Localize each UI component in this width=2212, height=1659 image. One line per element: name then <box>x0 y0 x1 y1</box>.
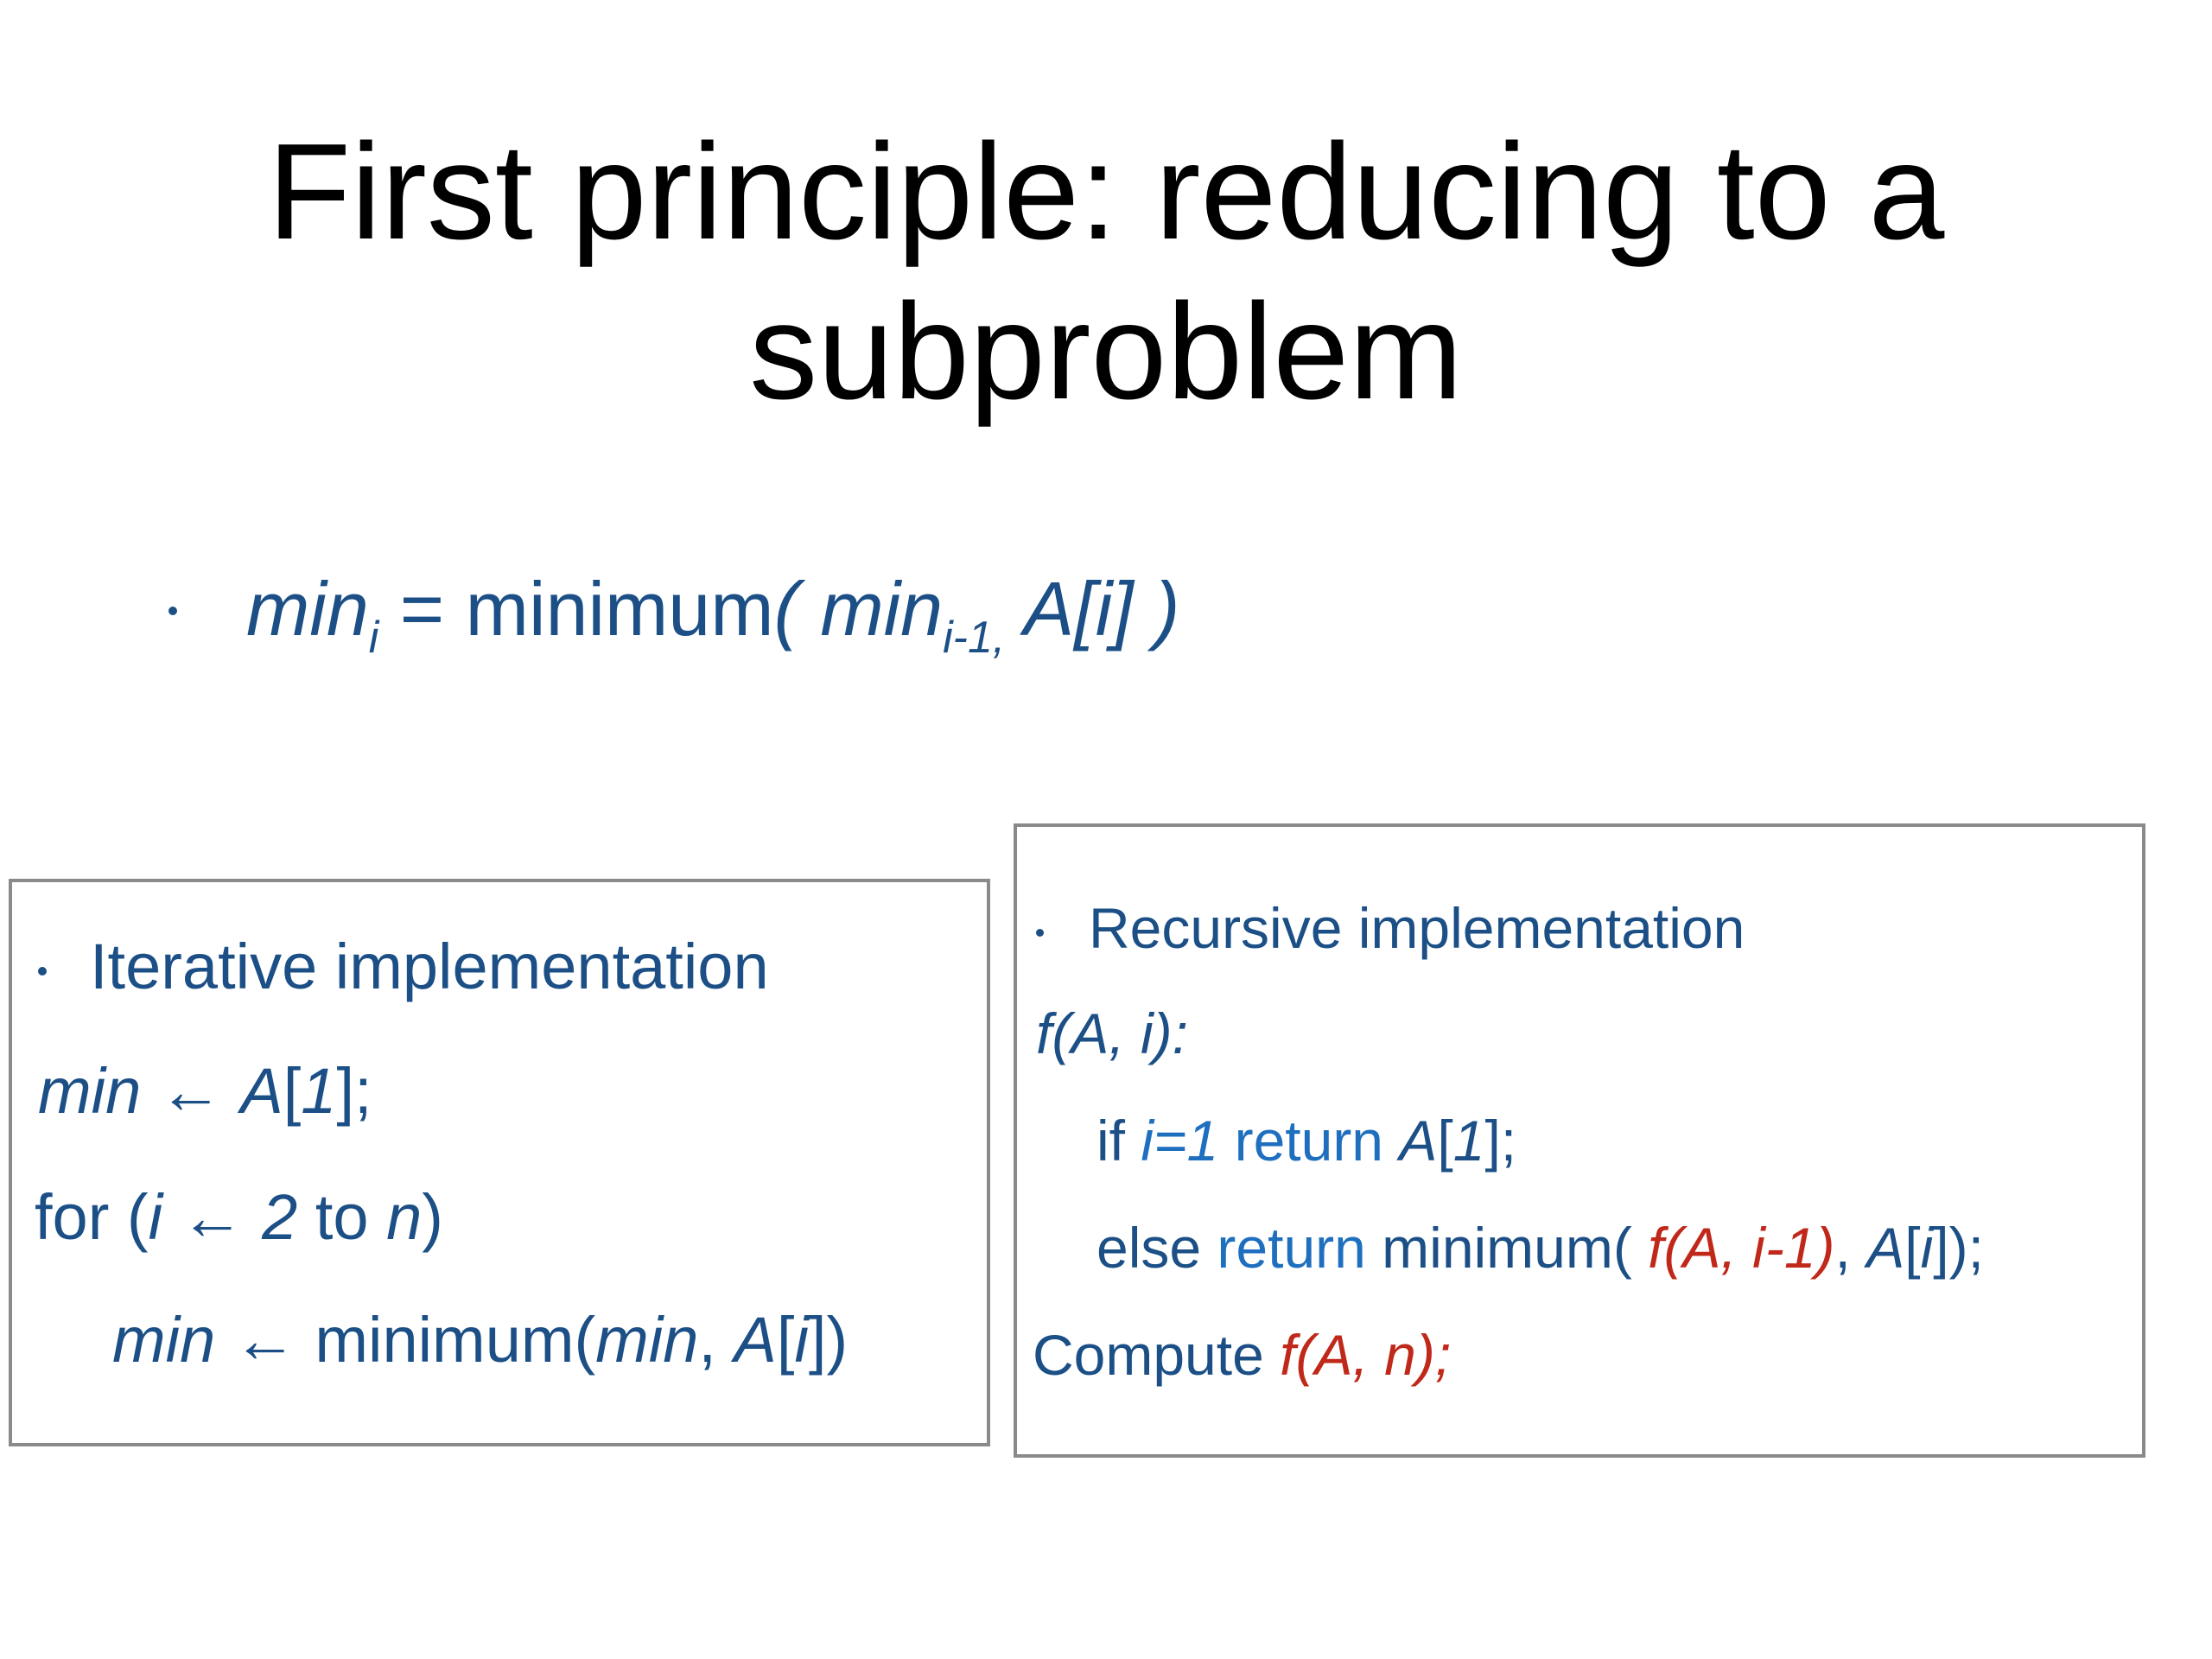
code-comma: , <box>1834 1216 1867 1280</box>
code-array: A <box>734 1304 777 1376</box>
assign-arrow: ← <box>162 1181 263 1253</box>
recurrence-lhs: min <box>246 566 369 652</box>
code-keyword: else <box>1096 1216 1217 1280</box>
code-comma: , <box>698 1304 734 1376</box>
code-array: A <box>1399 1109 1438 1173</box>
code-number: 2 <box>262 1181 298 1253</box>
code-keyword: Compute <box>1033 1323 1281 1387</box>
title-line-1: First principle: reducing to a <box>267 116 1945 268</box>
code-keyword: return <box>1217 1216 1382 1280</box>
code-var: i <box>148 1181 163 1253</box>
recursive-implementation-box: Recursive implementation f(A, i): if i=1… <box>1014 823 2145 1458</box>
code-keyword: return <box>1218 1109 1400 1173</box>
code-keyword: for ( <box>35 1181 149 1253</box>
code-bracket: ]); <box>1933 1216 1984 1280</box>
code-bracket: ]; <box>1484 1109 1517 1173</box>
recurrence-bullet: mini = minimum( mini-1, A[i] ) <box>168 557 1179 690</box>
code-function: minimum( <box>315 1304 596 1376</box>
code-function: minimum( <box>1382 1216 1649 1280</box>
recursive-line-else: else return minimum( f(A, i-1), A[i]); <box>1096 1209 1984 1287</box>
bullet-dot-icon <box>1036 929 1044 938</box>
code-condition: i=1 <box>1141 1109 1219 1173</box>
code-bracket: ]; <box>336 1055 372 1127</box>
code-recursive-call: f(A, n); <box>1280 1323 1452 1387</box>
code-index: i <box>794 1304 809 1376</box>
recurrence-open-paren: ( <box>773 566 821 652</box>
recurrence-arg2: A[i] ) <box>1005 566 1180 652</box>
slide-title: First principle: reducing to a subproble… <box>0 112 2212 432</box>
bullet-dot-icon <box>168 606 177 615</box>
code-var: min <box>595 1304 699 1376</box>
recurrence-function: minimum <box>465 566 774 652</box>
code-bracket: [ <box>283 1055 302 1127</box>
code-keyword: to <box>297 1181 387 1253</box>
iterative-line-3: min ← minimum(min, A[i]) <box>112 1297 848 1383</box>
code-keyword: if <box>1096 1109 1141 1173</box>
bullet-dot-icon <box>38 967 47 976</box>
recurrence-equals: = <box>378 566 466 652</box>
code-index: 1 <box>301 1055 337 1127</box>
code-recursive-call: f(A, i-1) <box>1648 1216 1835 1280</box>
code-array: A <box>240 1055 283 1127</box>
code-var: min <box>38 1055 142 1127</box>
iterative-heading: Iterative implementation <box>38 924 769 1010</box>
recursive-line-if: if i=1 return A[1]; <box>1096 1102 1516 1179</box>
recurrence-arg1: min <box>820 566 944 652</box>
iterative-line-1: min ← A[1]; <box>38 1048 372 1135</box>
recurrence-lhs-subscript: i <box>368 613 379 663</box>
code-paren: ) <box>422 1181 443 1253</box>
code-array: A <box>1866 1216 1905 1280</box>
iterative-line-2: for (i ← 2 to n) <box>35 1174 443 1261</box>
code-index: 1 <box>1452 1109 1485 1173</box>
code-var: n <box>386 1181 423 1253</box>
recursive-heading-text: Recursive implementation <box>1089 896 1745 960</box>
recurrence-arg1-subscript: i-1, <box>943 613 1006 663</box>
iterative-implementation-box: Iterative implementation min ← A[1]; for… <box>9 879 990 1446</box>
code-bracket: [ <box>776 1304 795 1376</box>
code-var: min <box>112 1304 216 1376</box>
assign-arrow: ← <box>215 1304 315 1376</box>
recursive-signature: f(A, i): <box>1036 1001 1188 1065</box>
code-index: i <box>1920 1216 1934 1280</box>
recursive-heading: Recursive implementation <box>1036 889 1745 967</box>
code-bracket: [ <box>1904 1216 1921 1280</box>
assign-arrow: ← <box>141 1055 241 1127</box>
iterative-heading-text: Iterative implementation <box>90 931 769 1002</box>
code-bracket: [ <box>1437 1109 1453 1173</box>
title-line-2: subproblem <box>749 276 1463 428</box>
code-bracket: ]) <box>808 1304 849 1376</box>
recursive-compute-line: Compute f(A, n); <box>1033 1316 1451 1394</box>
